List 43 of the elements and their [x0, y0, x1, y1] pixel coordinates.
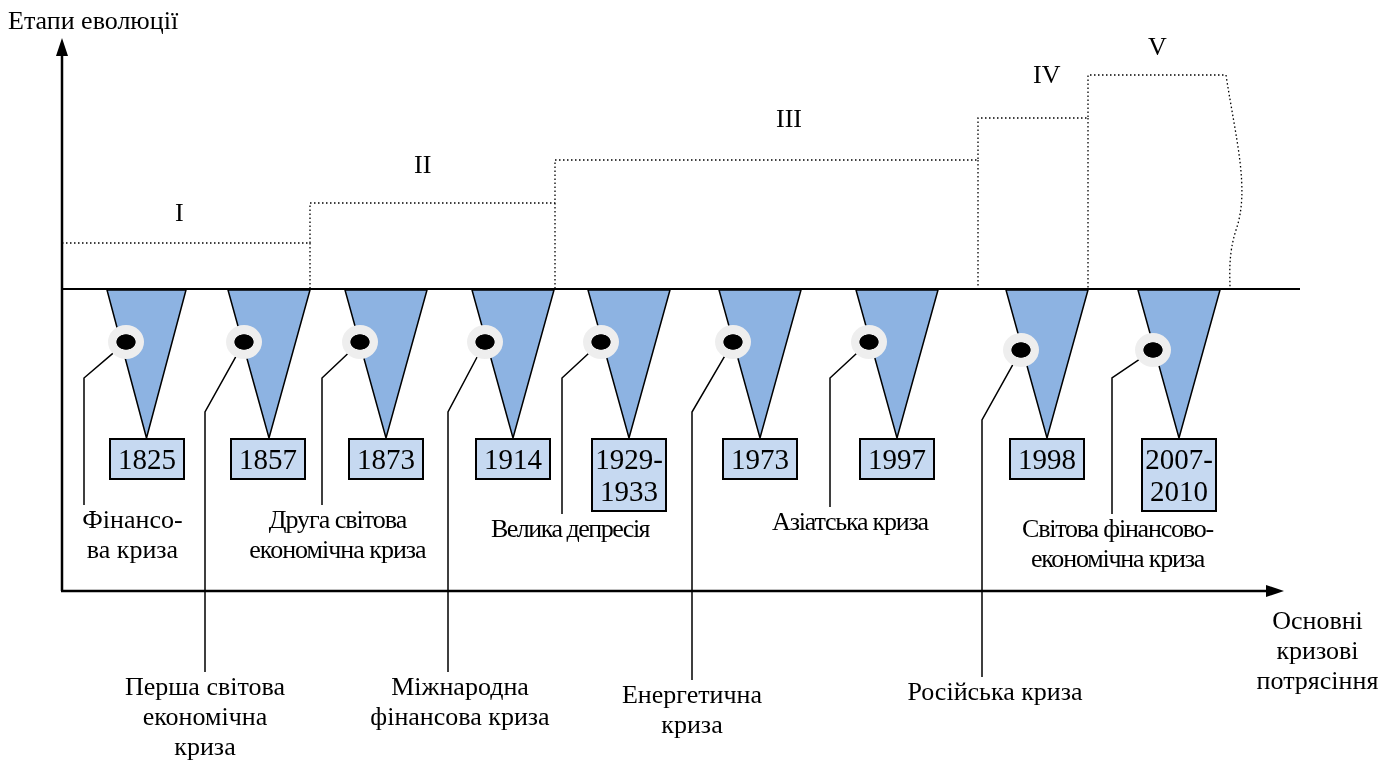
leader-line: [447, 356, 478, 673]
leader-line: [83, 352, 114, 506]
crisis-name: Велика депресія: [470, 514, 670, 544]
crisis-name: Азіатська криза: [755, 507, 945, 537]
leader-line: [1111, 358, 1140, 515]
crisis-name: Міжнародна фінансова криза: [355, 672, 565, 732]
crisis-name: Російська криза: [880, 677, 1110, 707]
crisis-name: Фінансо- ва криза: [70, 505, 195, 565]
dot-marker: [1003, 333, 1039, 367]
stage-number: V: [1148, 32, 1167, 62]
dot-marker: [715, 325, 751, 359]
dot-marker: [342, 325, 378, 359]
dot-marker: [108, 325, 144, 359]
stage-number: II: [414, 150, 432, 180]
year-box: 1857: [230, 438, 306, 480]
crisis-name: Друга світова економічна криза: [225, 505, 450, 565]
crisis-name: Перша світова економічна криза: [115, 672, 295, 762]
crisis-name: Світова фінансово-економічна криза: [1000, 514, 1235, 574]
leader-line: [691, 355, 726, 681]
axis-title: Етапи еволюції: [8, 6, 179, 36]
year-box: 1914: [475, 438, 551, 480]
year-box: 1997: [859, 438, 935, 480]
dot-marker: [226, 325, 262, 359]
stage-number: III: [776, 104, 802, 134]
dot-marker: [583, 325, 619, 359]
year-box: 1873: [348, 438, 424, 480]
stage-number: IV: [1033, 60, 1061, 90]
dot-marker: [467, 325, 503, 359]
leader-line: [204, 356, 237, 673]
leader-line: [981, 364, 1014, 678]
leader-line: [829, 352, 858, 508]
dot-marker: [1135, 333, 1171, 367]
year-box: 1998: [1009, 438, 1085, 480]
axis-title: Основні кризові потрясіння: [1255, 606, 1380, 696]
crisis-name: Енергетична криза: [607, 680, 777, 740]
year-box: 2007- 2010: [1141, 438, 1217, 512]
year-box: 1929- 1933: [591, 438, 667, 512]
dot-marker: [851, 325, 887, 359]
stage-number: I: [175, 198, 184, 228]
year-box: 1973: [722, 438, 798, 480]
leader-line: [321, 352, 349, 506]
year-box: 1825: [109, 438, 185, 480]
leader-line: [561, 352, 590, 515]
